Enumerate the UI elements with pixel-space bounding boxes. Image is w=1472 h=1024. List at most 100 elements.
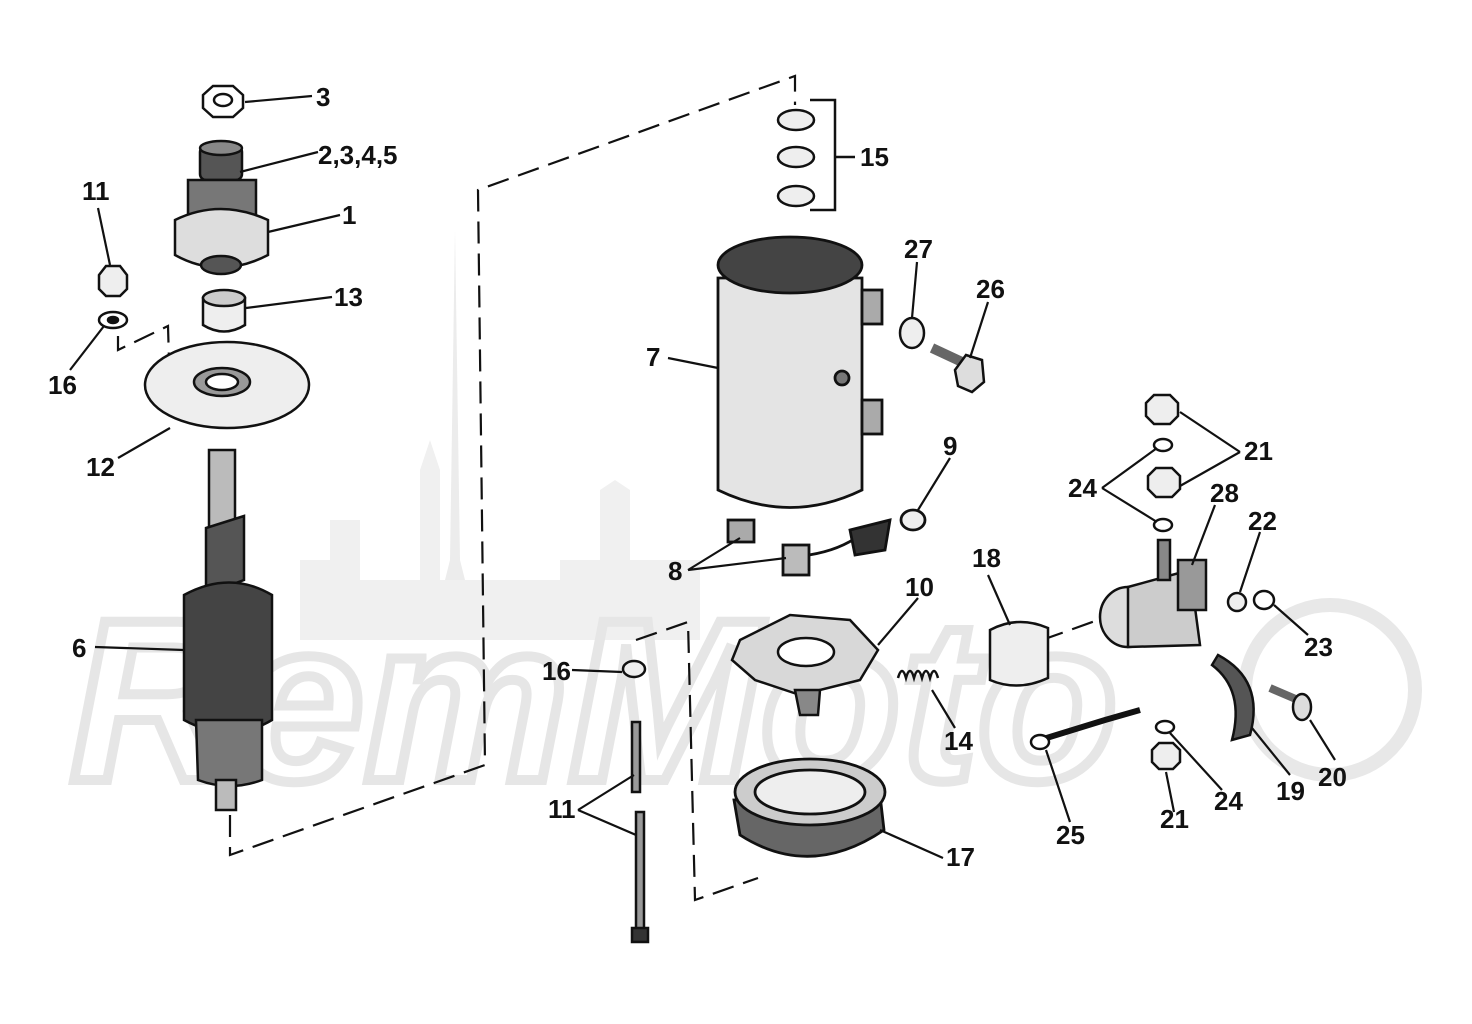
callout-15: 15 xyxy=(860,142,889,172)
brush-8-a xyxy=(726,518,756,544)
nut-21-low xyxy=(1150,741,1182,771)
brush-8-b xyxy=(781,543,811,577)
callout-11a: 11 xyxy=(82,176,110,206)
callout-22: 22 xyxy=(1248,506,1277,536)
strap-19 xyxy=(1210,653,1255,742)
end-cap-inner xyxy=(753,768,867,816)
washer-15c xyxy=(776,184,816,208)
callout-10: 10 xyxy=(905,572,934,602)
dash-endcap xyxy=(635,620,759,902)
callout-25: 25 xyxy=(1056,820,1085,850)
bolt-11-long xyxy=(634,810,646,934)
leader-8 xyxy=(687,537,787,572)
callout-2345: 2,3,4,5 xyxy=(318,140,398,170)
screw-20 xyxy=(1268,684,1300,704)
housing-screw xyxy=(833,369,851,387)
leader-11b xyxy=(577,774,637,837)
callout-16b: 16 xyxy=(542,656,571,686)
callout-19: 19 xyxy=(1276,776,1305,806)
callout-labels: 3 2,3,4,5 1 11 13 16 12 6 15 7 27 26 9 8… xyxy=(48,82,1347,872)
leader-7 xyxy=(667,356,719,370)
assembly-dash-lines xyxy=(116,74,1099,902)
callout-17: 17 xyxy=(946,842,975,872)
nut-washer-left xyxy=(97,264,129,330)
terminal-25 xyxy=(1039,707,1141,743)
leader-24b xyxy=(1169,732,1223,791)
callout-1: 1 xyxy=(342,200,356,230)
callout-26: 26 xyxy=(976,274,1005,304)
callout-24a: 24 xyxy=(1068,473,1097,503)
callout-14: 14 xyxy=(944,726,973,756)
housing-7 xyxy=(716,235,927,577)
bolt-26-head xyxy=(953,353,986,394)
leader-25 xyxy=(1044,749,1072,823)
drive-body xyxy=(173,207,270,269)
through-bolts xyxy=(621,659,650,944)
leader-lines xyxy=(69,94,1336,860)
washer-15a xyxy=(776,108,816,132)
housing-tab-top xyxy=(860,288,884,326)
boot-18 xyxy=(988,620,1050,687)
leader-10 xyxy=(877,597,919,646)
screw-20-head xyxy=(1291,692,1313,722)
end-plate-hole xyxy=(204,372,240,392)
callout-12: 12 xyxy=(86,452,115,482)
leader-23 xyxy=(1273,604,1309,636)
callout-16a: 16 xyxy=(48,370,77,400)
nut-22 xyxy=(1226,591,1248,613)
callout-3: 3 xyxy=(316,82,330,112)
washer-15b xyxy=(776,145,816,169)
leader-11a xyxy=(96,207,112,266)
leader-21b xyxy=(1164,771,1176,813)
watermark-skyline xyxy=(300,440,700,640)
solenoid-stud xyxy=(1156,538,1172,582)
leader-22 xyxy=(1238,531,1262,593)
washer-24-low xyxy=(1154,719,1176,735)
armature-shaft-bottom xyxy=(214,778,238,812)
armature-commutator xyxy=(194,718,264,788)
leader-19 xyxy=(1251,727,1291,776)
leader-21a xyxy=(1179,411,1241,487)
callout-23: 23 xyxy=(1304,632,1333,662)
leader-28 xyxy=(1190,504,1217,566)
brush-plate-10 xyxy=(730,613,940,717)
washer-24-mid xyxy=(1152,517,1174,533)
leader-12 xyxy=(117,427,171,459)
leader-6 xyxy=(94,645,185,652)
leader-1 xyxy=(267,213,341,234)
washer-16-mid xyxy=(621,659,647,679)
washer-16-left-hole xyxy=(106,315,120,325)
dash-solenoid-boot xyxy=(1041,618,1099,642)
nut-11-left xyxy=(97,264,129,298)
armature-6 xyxy=(182,448,274,812)
callout-21a: 21 xyxy=(1244,436,1273,466)
bracket-15 xyxy=(810,98,855,212)
callout-24b: 24 xyxy=(1214,786,1243,816)
pinion-drive-group xyxy=(173,84,270,333)
armature-core xyxy=(182,581,274,734)
drive-skirt xyxy=(199,254,243,276)
callout-9: 9 xyxy=(943,431,957,461)
dash-armature-housing xyxy=(228,74,797,857)
springs-14 xyxy=(896,669,940,683)
callout-7: 7 xyxy=(646,342,660,372)
leader-2345 xyxy=(239,150,319,174)
leader-17 xyxy=(879,828,944,860)
nut-21-top xyxy=(1144,393,1180,426)
solenoid-group xyxy=(988,393,1313,771)
washer-stack-15 xyxy=(776,108,816,208)
leader-9 xyxy=(917,457,951,511)
washer-27 xyxy=(898,316,926,350)
washer-23 xyxy=(1252,589,1276,611)
nut-3-hole xyxy=(212,92,234,108)
callout-8: 8 xyxy=(668,556,682,586)
leader-16b xyxy=(571,668,623,674)
brush-plate-hole xyxy=(776,636,836,668)
brush-plate-post xyxy=(793,688,822,717)
bolt-11-head xyxy=(630,926,650,944)
leader-24a xyxy=(1101,447,1158,523)
callout-18: 18 xyxy=(972,543,1001,573)
callout-6: 6 xyxy=(72,633,86,663)
pinion-cap-top xyxy=(198,139,244,157)
